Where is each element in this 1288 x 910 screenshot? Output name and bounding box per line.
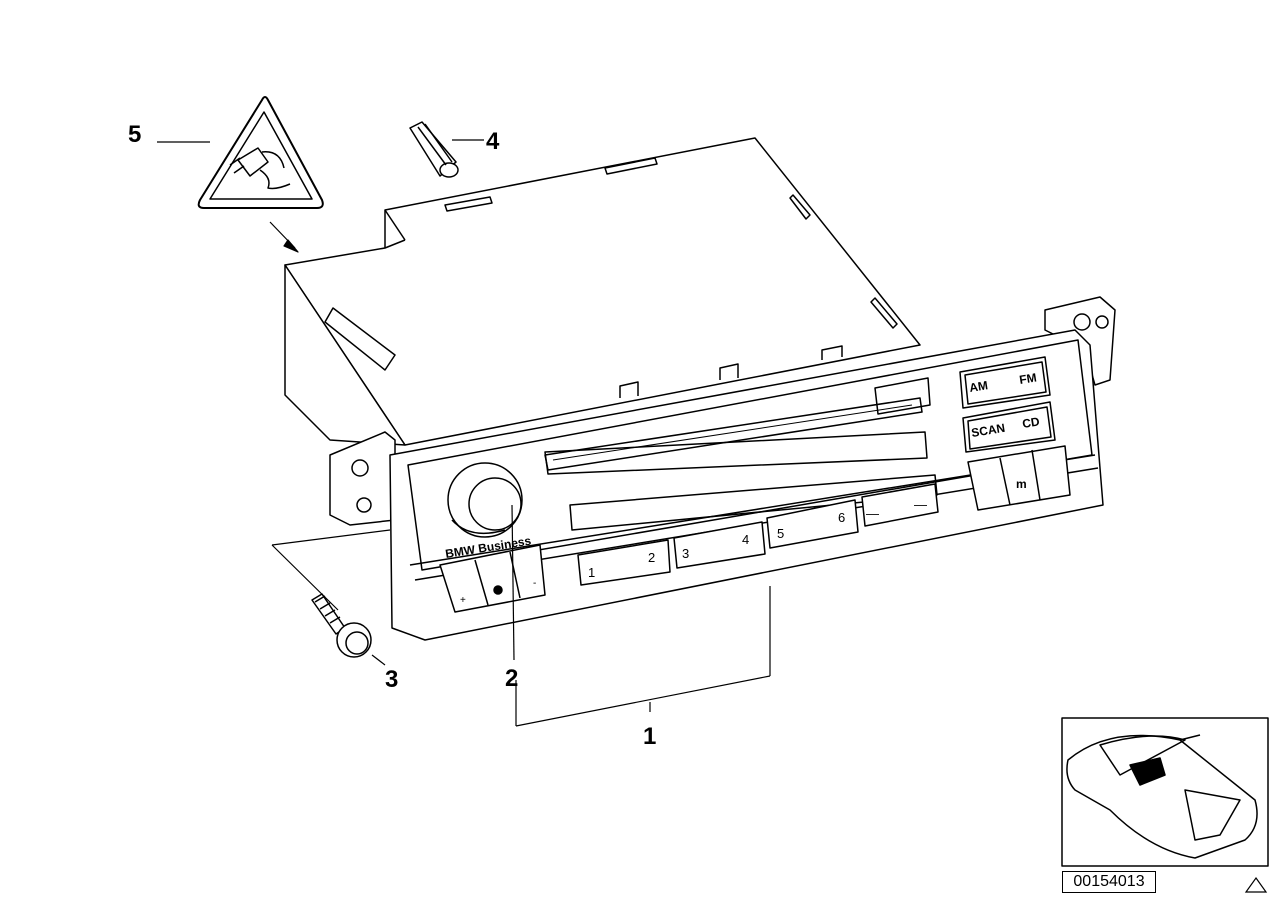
preset-label-minus-left: — bbox=[866, 506, 879, 521]
preset-label-6: 6 bbox=[838, 510, 845, 525]
m-button[interactable] bbox=[967, 445, 1071, 511]
preset-button-1-2[interactable] bbox=[577, 539, 671, 586]
callout-3: 3 bbox=[385, 666, 398, 693]
callout-4: 4 bbox=[486, 128, 500, 155]
car-location-thumbnail bbox=[1061, 717, 1269, 867]
m-label: m bbox=[1016, 477, 1027, 491]
volume-plus-label: + bbox=[460, 595, 466, 606]
electrostatic-warning-icon bbox=[197, 96, 324, 209]
preset-label-3: 3 bbox=[682, 546, 689, 561]
display-window bbox=[544, 431, 928, 475]
radio-housing bbox=[284, 137, 921, 446]
bracket-hole bbox=[351, 459, 369, 477]
left-bracket bbox=[329, 431, 396, 526]
screw-icon bbox=[311, 593, 372, 658]
preset-button-arrows[interactable] bbox=[861, 483, 939, 527]
callout-5: 5 bbox=[128, 121, 141, 148]
scan-cd-button[interactable] bbox=[962, 401, 1056, 453]
triangle-marker-icon bbox=[1244, 876, 1268, 893]
am-label: AM bbox=[968, 378, 989, 395]
preset-label-2: 2 bbox=[648, 550, 655, 565]
lower-display bbox=[569, 474, 938, 531]
radio-front-panel bbox=[389, 329, 1104, 641]
volume-knob-icon[interactable] bbox=[447, 462, 523, 538]
eject-button[interactable] bbox=[874, 377, 931, 415]
preset-label-5: 5 bbox=[777, 526, 784, 541]
leader-lines bbox=[157, 139, 771, 727]
fm-label: FM bbox=[1018, 370, 1037, 387]
bracket-hole bbox=[1095, 315, 1109, 329]
cd-label: CD bbox=[1021, 414, 1041, 431]
reference-code: 00154013 bbox=[1062, 871, 1156, 893]
preset-button-5-6[interactable] bbox=[766, 499, 859, 549]
preset-button-3-4[interactable] bbox=[673, 521, 766, 569]
preset-label-1: 1 bbox=[588, 565, 595, 580]
callout-2: 2 bbox=[505, 665, 518, 692]
knob-part-icon bbox=[409, 121, 459, 178]
am-fm-button[interactable] bbox=[959, 356, 1051, 409]
volume-minus-label: - bbox=[533, 578, 536, 589]
bracket-hole bbox=[1073, 313, 1091, 331]
volume-rocker-button[interactable] bbox=[439, 544, 546, 613]
scan-label: SCAN bbox=[970, 421, 1006, 440]
callout-1: 1 bbox=[643, 723, 656, 750]
preset-label-4: 4 bbox=[742, 532, 749, 547]
preset-label-minus-right: — bbox=[914, 497, 927, 512]
bracket-hole bbox=[356, 497, 372, 513]
